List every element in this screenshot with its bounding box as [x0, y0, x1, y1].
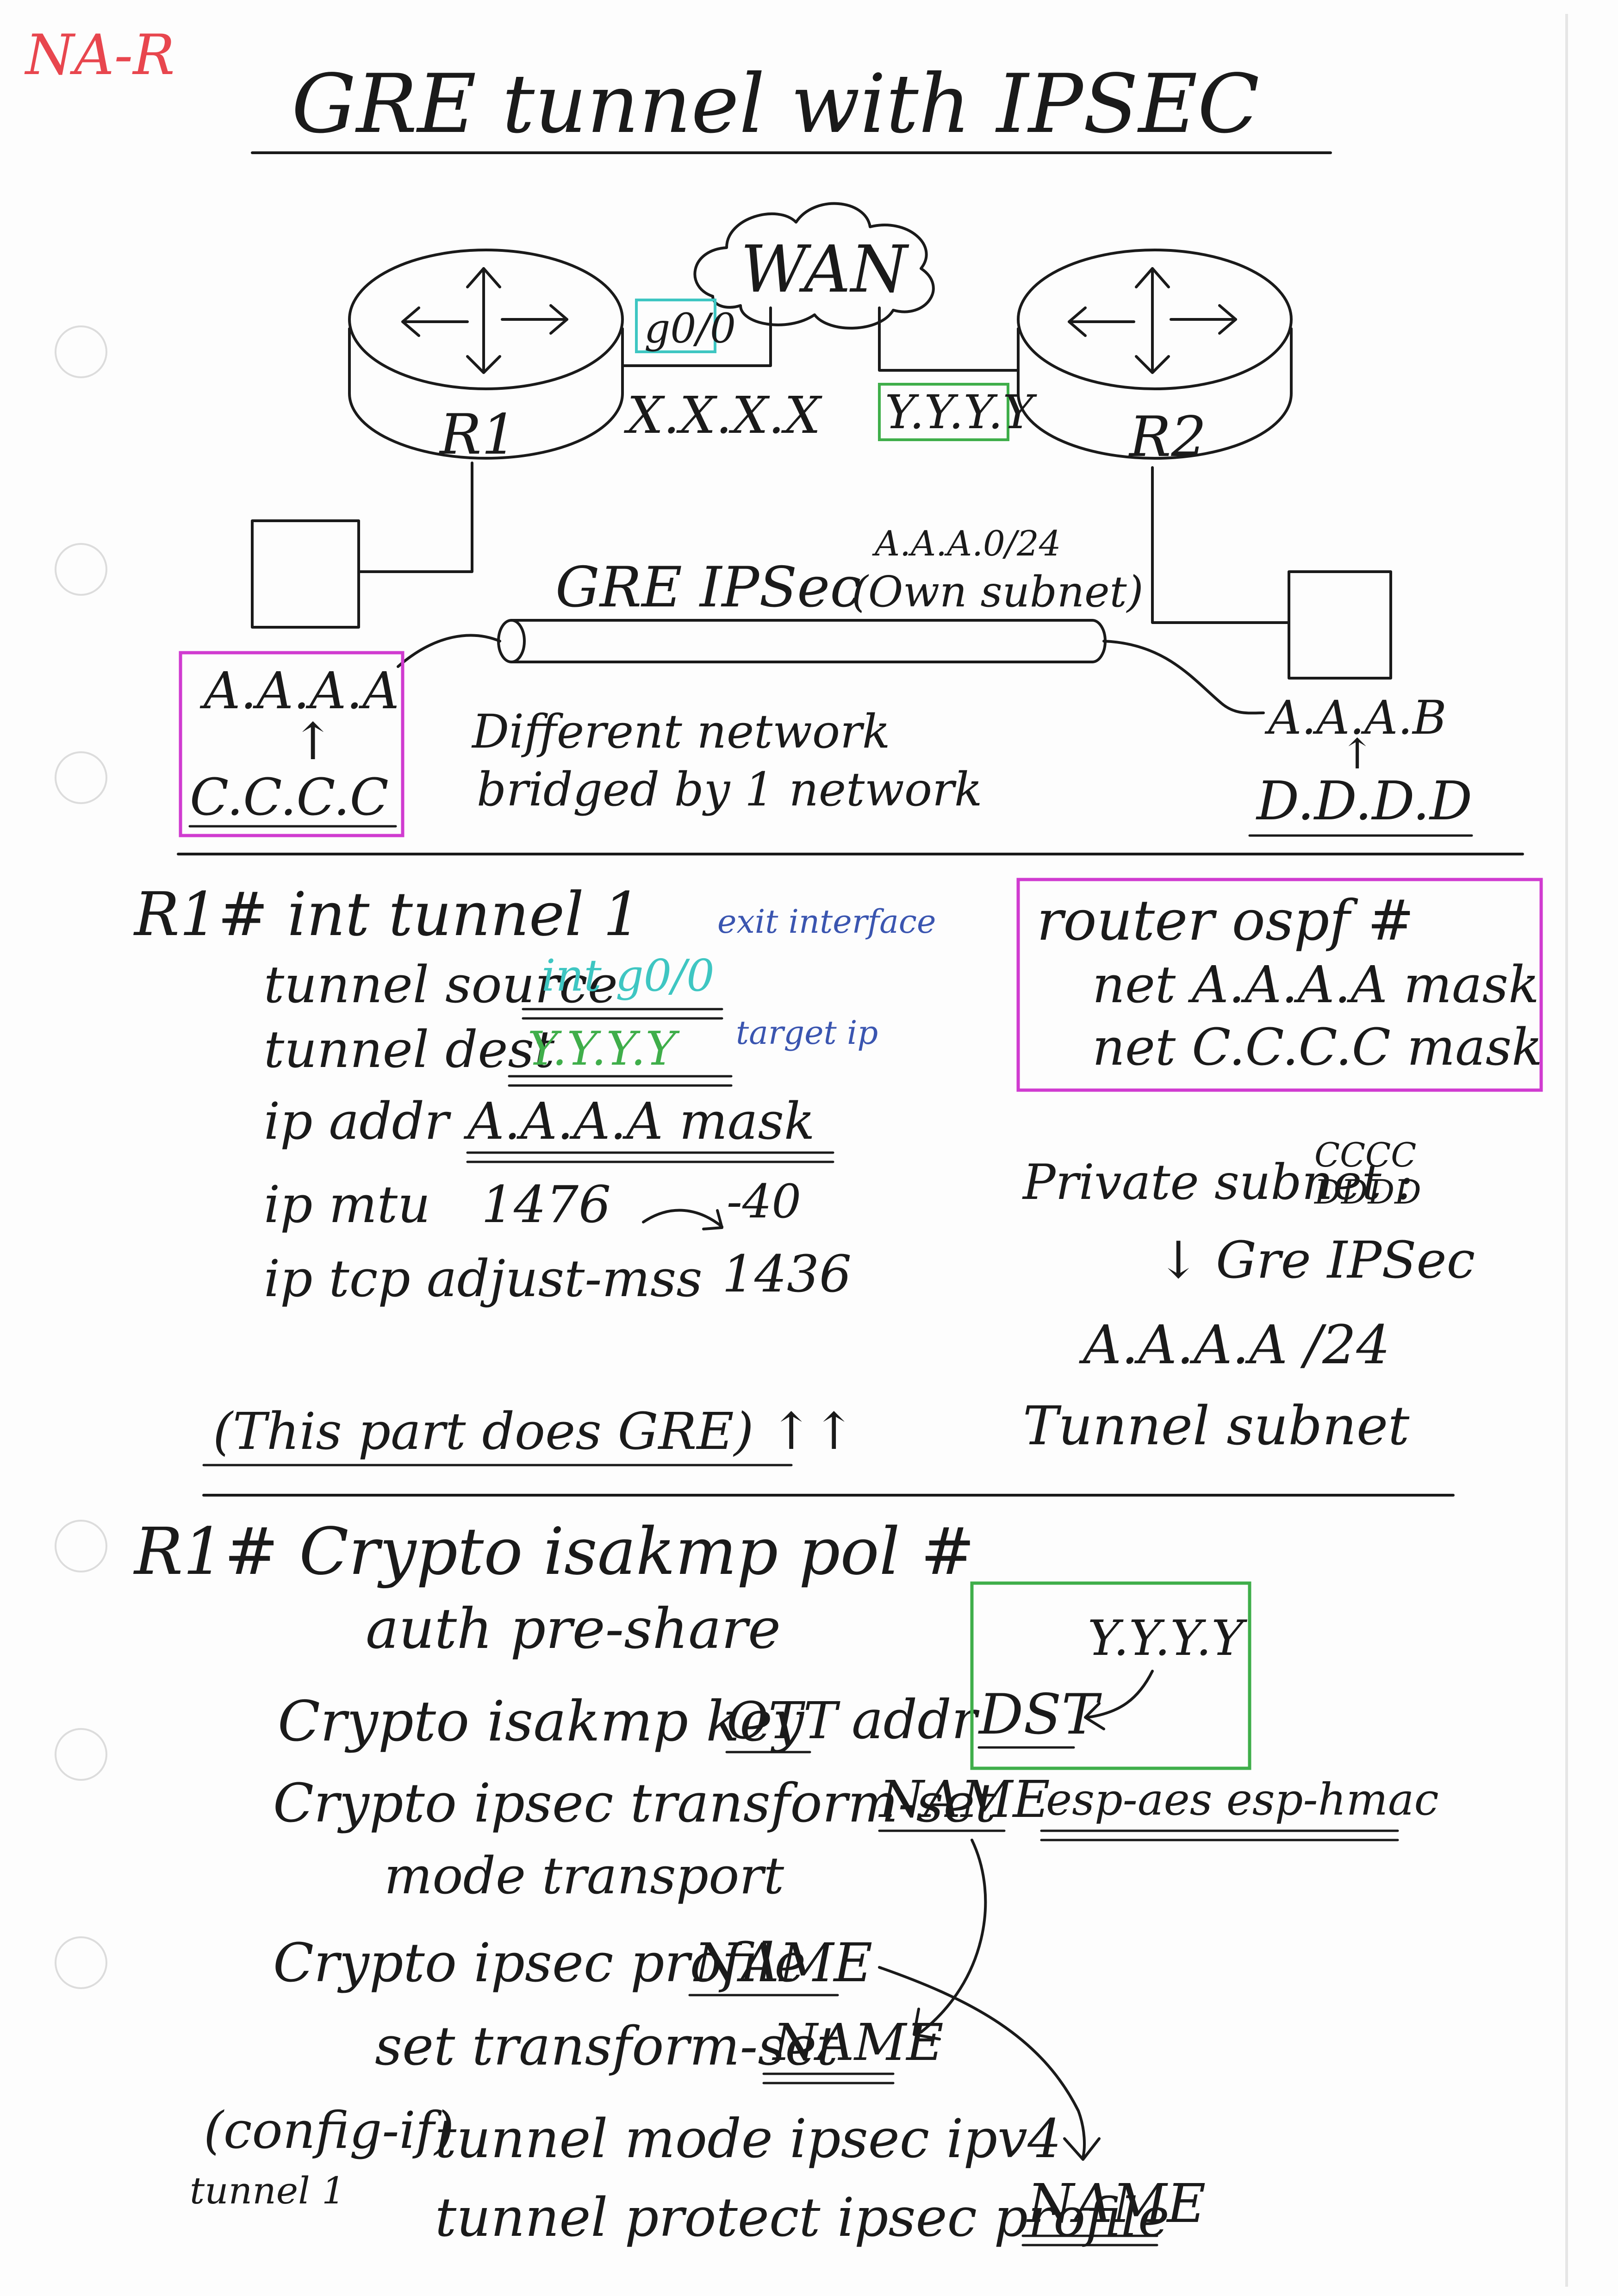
ip-tcp-label: ip tcp adjust-mss [264, 1249, 703, 1308]
r2-lan-link [1151, 466, 1290, 624]
wan-cloud-icon [693, 202, 935, 330]
private-subnet-bottom: DDDD [1313, 1173, 1421, 1211]
dst-value: DST [978, 1683, 1102, 1747]
tunnel-protect-line: tunnel protect ipsec profile [435, 2187, 1170, 2249]
g0-0-label: g0/0 [644, 305, 736, 352]
binder-hole [55, 751, 107, 804]
profile-to-protect-arrow [878, 1966, 1086, 2159]
isakmp-key-line: Crypto isakmp key [278, 1690, 805, 1754]
ospf-config-box [1016, 878, 1543, 1092]
r1-lan-link [357, 462, 473, 573]
transform-set-params: esp-aes esp-hmac [1046, 1774, 1439, 1825]
tunnel-dest-value: Y.Y.Y.Y [528, 1022, 680, 1076]
config-if-sub: tunnel 1 [190, 2169, 345, 2212]
tunnel-label: GRE IPSec [555, 555, 861, 620]
right-private-ip: D.D.D.D [1256, 770, 1472, 832]
y-ip-label: Y.Y.Y.Y [885, 385, 1037, 439]
lan-host-right-icon [1288, 570, 1392, 680]
r2-label: R2 [1128, 405, 1207, 469]
router-r2-icon [1017, 249, 1293, 460]
set-transform-line: set transform-set [375, 2015, 838, 2078]
dst-arrowhead [1084, 1702, 1105, 1730]
g0-0-highlight-box [635, 299, 716, 353]
r1-wan-link [621, 306, 772, 367]
tunnel-protect-name: NAME [1026, 2173, 1206, 2235]
ipsec-profile-name: NAME [693, 1932, 872, 1994]
ip-mtu-value: 1476 [481, 1175, 611, 1234]
isakmp-key-value: OTT [727, 1691, 841, 1750]
binder-hole [55, 1936, 107, 1989]
mtu-arrow [642, 1209, 723, 1228]
left-endpoint-box [179, 651, 404, 837]
right-up-arrow: ↑ [1340, 730, 1375, 779]
gre-tunnel-pipe-icon [497, 619, 1107, 663]
right-tunnel-ip: A.A.A.B [1264, 691, 1447, 745]
left-up-arrow: ↑ [292, 712, 334, 771]
x-ip-label: X.X.X.X [623, 386, 822, 445]
tunnel-source-label: tunnel source [264, 955, 618, 1014]
dst-highlight-box [970, 1581, 1251, 1770]
mtu-arrowhead [702, 1209, 723, 1230]
wan-label: WAN [741, 232, 909, 307]
r1-label: R1 [439, 403, 517, 467]
gre-prompt-line: R1# int tunnel 1 [133, 879, 641, 949]
tunnel-lead-right [1102, 640, 1265, 715]
ospf-line3: net C.C.C.C mask [1092, 1017, 1543, 1077]
y-ip-highlight-box [878, 383, 1009, 441]
binder-hole [55, 1728, 107, 1781]
private-subnet-top: CCCC [1314, 1136, 1416, 1174]
left-tunnel-ip: A.A.A.A [199, 661, 399, 720]
tunnel-lead-left [397, 634, 501, 668]
binder-hole [55, 325, 107, 378]
r2-wan-link [878, 306, 1020, 372]
left-private-ip: C.C.C.C [190, 767, 389, 827]
ospf-line1: router ospf # [1037, 889, 1414, 953]
page-title: GRE tunnel with IPSEC [292, 57, 1259, 151]
tunnel-subnet-caption: Tunnel subnet [1023, 1395, 1410, 1457]
gre-ipsec-arrow-label: ↓ Gre IPSec [1157, 1230, 1475, 1290]
binder-hole [55, 1520, 107, 1572]
transform-set-line: Crypto ipsec transform-set [273, 1772, 997, 1834]
binder-hole [55, 543, 107, 596]
ip-addr-label: ip addr [264, 1092, 452, 1151]
mtu-delta: -40 [727, 1174, 801, 1229]
addr-label: addr [852, 1689, 980, 1751]
dst-ip-note: Y.Y.Y.Y [1088, 1610, 1247, 1666]
tunnel-source-value: int g0/0 [541, 950, 715, 1001]
private-subnet-label: Private subnet : [1022, 1154, 1413, 1210]
ospf-line2: net A.A.A.A mask [1092, 955, 1539, 1014]
own-subnet-label: (Own subnet) [852, 567, 1143, 617]
transform-set-name: NAME [878, 1770, 1050, 1829]
ip-mtu-label: ip mtu [264, 1175, 430, 1234]
gre-part-footer: (This part does GRE) ↑↑ [213, 1402, 855, 1461]
diagram-note-line1: Different network [471, 705, 890, 759]
auth-line: auth pre-share [366, 1597, 781, 1661]
tunnel-subnet-label: A.A.A.0/24 [872, 523, 1061, 564]
tunnel-subnet-value: A.A.A.A /24 [1079, 1314, 1390, 1376]
config-if-label: (config-if) [204, 2101, 454, 2160]
tunnel-dest-label: tunnel dest [264, 1020, 555, 1079]
router-r1-icon [348, 249, 624, 460]
diagram-note-line2: bridged by 1 network [477, 762, 982, 817]
tunnel-mode-ipsec-line: tunnel mode ipsec ipv4 [435, 2108, 1061, 2170]
transform-to-set-arrowhead [913, 2008, 941, 2040]
profile-to-protect-arrowhead [1063, 2137, 1101, 2161]
target-ip-note: target ip [736, 1014, 878, 1052]
exit-interface-note: exit interface [717, 903, 936, 941]
dst-arrow [1086, 1670, 1154, 1719]
ip-mss-value: 1436 [722, 1244, 852, 1304]
ipsec-prompt-line: R1# Crypto isakmp pol # [133, 1514, 975, 1590]
corner-tag: NA-R [24, 23, 175, 87]
ipsec-profile-line: Crypto ipsec profile [273, 1932, 806, 1994]
transform-to-set-arrow [920, 1839, 987, 2034]
lan-host-left-icon [251, 519, 360, 629]
ip-addr-value: A.A.A.A mask [463, 1092, 815, 1151]
mode-transport-line: mode transport [384, 1846, 784, 1905]
